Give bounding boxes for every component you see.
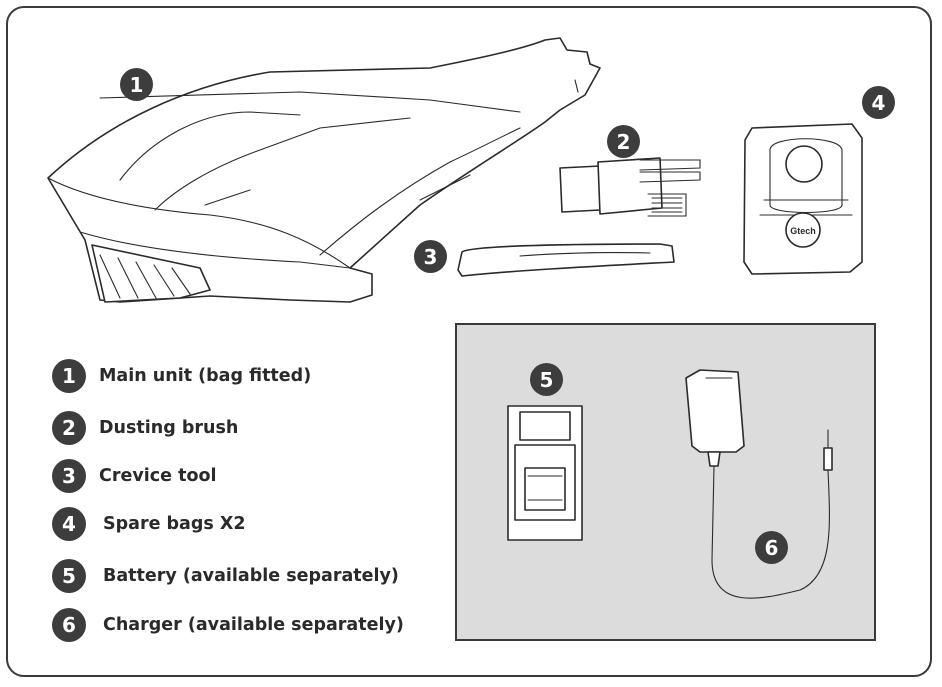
legend-label: Battery (available separately) [103,566,399,586]
callout-badge-1: 1 [120,68,153,101]
legend-item-battery: 5 Battery (available separately) [52,559,399,593]
legend-label: Spare bags X2 [103,514,246,534]
callout-badge-4: 4 [862,86,895,119]
legend-item-main-unit: 1 Main unit (bag fitted) [52,359,311,393]
legend-item-crevice-tool: 3 Crevice tool [52,459,217,493]
legend-item-spare-bags: 4 Spare bags X2 [52,507,246,541]
battery-illustration [507,405,583,541]
legend-label: Crevice tool [99,466,217,486]
spare-bags-illustration: Gtech [743,123,863,275]
callout-badge-6: 6 [755,531,788,564]
callout-badge-2: 2 [607,125,640,158]
callout-badge-5: 5 [530,363,563,396]
callout-badge-3: 3 [414,240,447,273]
legend-label: Main unit (bag fitted) [99,366,312,386]
gtech-logo: Gtech [790,226,816,236]
legend-item-charger: 6 Charger (available separately) [52,608,404,642]
legend-badge: 2 [52,411,86,445]
legend-item-dusting-brush: 2 Dusting brush [52,411,238,445]
legend-badge: 4 [52,507,86,541]
charger-illustration [685,369,833,599]
legend-badge: 1 [52,359,86,393]
legend-badge: 6 [52,608,86,642]
legend-badge: 3 [52,459,86,493]
dusting-brush-illustration [559,157,701,217]
main-unit-illustration [47,37,601,303]
diagram-frame [6,6,932,677]
legend-label: Dusting brush [99,418,239,438]
legend-label: Charger (available separately) [103,615,404,635]
crevice-tool-illustration [457,243,675,277]
legend-badge: 5 [52,559,86,593]
